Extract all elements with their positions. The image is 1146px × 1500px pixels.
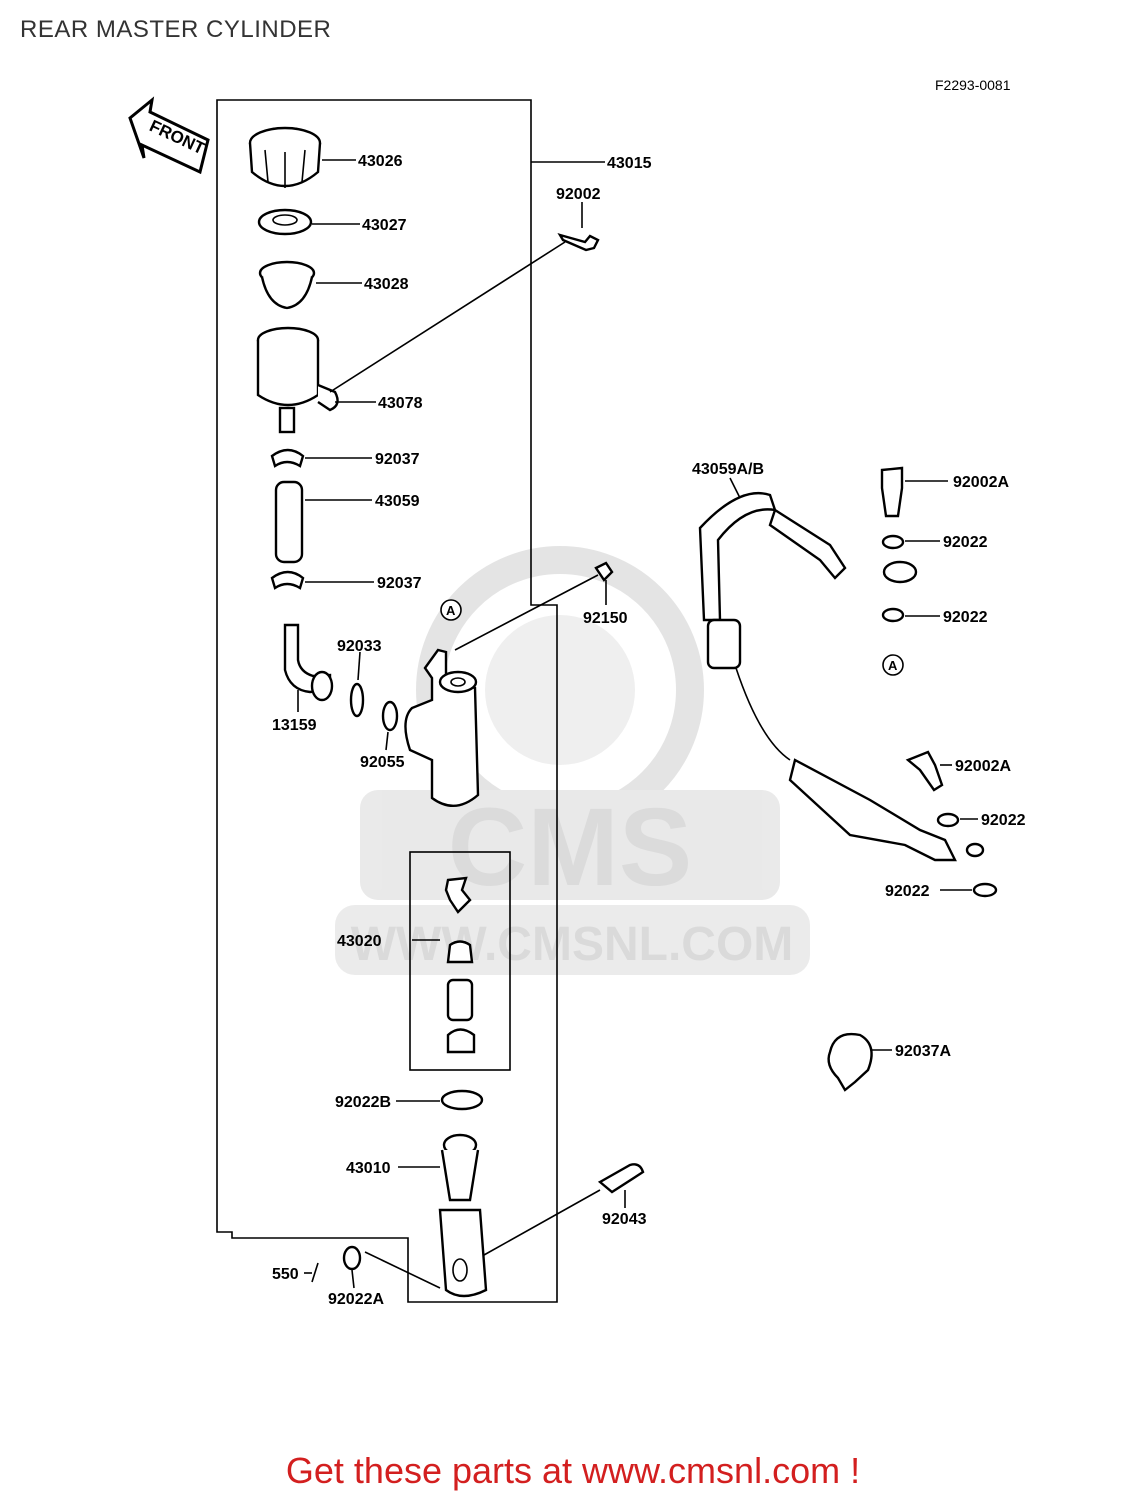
label-92002A-upper: 92002A [953, 474, 1009, 491]
bolt-top [557, 233, 600, 252]
label-92055: 92055 [360, 754, 405, 771]
assembly-frame [216, 99, 558, 1303]
bolt-cylinder [594, 561, 614, 582]
diaphragm-plate [257, 208, 313, 236]
circlip-b [440, 1089, 484, 1111]
label-550: 550 [272, 1266, 299, 1283]
ref-code: F2293-0081 [935, 77, 1011, 93]
marker-a-cylinder: A [440, 599, 462, 621]
master-cylinder-body [404, 648, 480, 807]
label-92037A: 92037A [895, 1043, 951, 1060]
piston [446, 978, 474, 1022]
reservoir-cap [248, 126, 322, 188]
label-43027: 43027 [362, 217, 407, 234]
label-92022A: 92022A [328, 1291, 384, 1308]
label-92022-2: 92022 [943, 609, 988, 626]
spring [444, 876, 472, 914]
o-ring [381, 700, 399, 732]
circlip [349, 682, 365, 718]
parts-diagram: CMS WWW.CMSNL.COM F2293-0081 FRONT [128, 77, 1026, 1308]
washer-3 [936, 812, 960, 828]
label-43028: 43028 [364, 276, 409, 293]
label-92022-1: 92022 [943, 534, 988, 551]
label-92043: 92043 [602, 1211, 647, 1228]
label-43059: 43059 [375, 493, 420, 510]
clevis-pin [597, 1163, 645, 1194]
label-92033: 92033 [337, 638, 382, 655]
label-92022-4: 92022 [885, 883, 930, 900]
hose-fitting [283, 623, 332, 694]
push-rod [438, 1133, 488, 1298]
piston-kit-box [409, 851, 511, 1071]
label-43078: 43078 [378, 395, 423, 412]
diaphragm [258, 260, 316, 310]
label-92002A-lower: 92002A [955, 758, 1011, 775]
label-92002: 92002 [556, 186, 601, 203]
washer-2 [881, 607, 905, 623]
label-43026: 43026 [358, 153, 403, 170]
secondary-cup [446, 1028, 476, 1054]
label-92037-lower: 92037 [377, 575, 422, 592]
cotter-pin [311, 1262, 319, 1283]
watermark: CMS WWW.CMSNL.COM [335, 546, 810, 975]
reservoir [256, 326, 339, 434]
label-92022B: 92022B [335, 1094, 391, 1111]
clamp-lower [270, 570, 305, 590]
marker-a-hose: A [882, 654, 904, 676]
label-43059AB: 43059A/B [692, 461, 764, 478]
page-title: REAR MASTER CYLINDER [20, 16, 332, 43]
brake-hose [698, 491, 985, 862]
primary-cup [446, 940, 474, 964]
label-43020: 43020 [337, 933, 382, 950]
label-43015: 43015 [607, 155, 652, 172]
footer-promo[interactable]: Get these parts at www.cmsnl.com ! [285, 1450, 861, 1491]
marker-a-hose-label: A [888, 658, 898, 673]
watermark-brand: CMS [448, 786, 692, 909]
banjo-bolt-upper [880, 466, 904, 518]
clamp-upper [270, 448, 305, 468]
label-92037-upper: 92037 [375, 451, 420, 468]
washer-a [342, 1245, 362, 1271]
label-13159: 13159 [272, 717, 317, 734]
label-92022-3: 92022 [981, 812, 1026, 829]
banjo-bolt-lower [905, 750, 944, 792]
label-92150: 92150 [583, 610, 628, 627]
washer-1 [881, 534, 905, 550]
label-43010: 43010 [346, 1160, 391, 1177]
washer-4 [972, 882, 998, 898]
marker-a-cylinder-label: A [446, 603, 456, 618]
clamp-a [827, 1032, 873, 1092]
leader-lines [297, 159, 978, 1289]
watermark-url: WWW.CMSNL.COM [351, 918, 794, 971]
front-arrow-icon: FRONT [128, 96, 210, 175]
hose [274, 480, 304, 564]
